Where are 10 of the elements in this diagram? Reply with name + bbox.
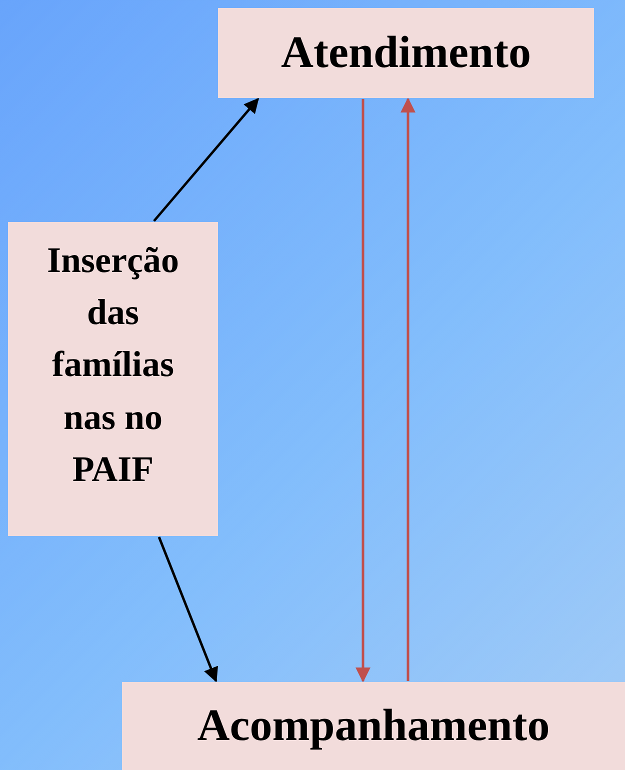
label-box	[122, 682, 625, 770]
box-label: Inserção das famílias nas no PAIF	[46, 239, 180, 491]
arrow	[400, 98, 416, 681]
label-box	[218, 8, 594, 98]
box-label: Atendimento	[281, 28, 531, 78]
label-box	[8, 222, 218, 536]
arrow	[356, 99, 370, 682]
box-label: Acompanhamento	[197, 701, 550, 751]
arrow	[153, 98, 259, 222]
arrow	[158, 536, 218, 682]
